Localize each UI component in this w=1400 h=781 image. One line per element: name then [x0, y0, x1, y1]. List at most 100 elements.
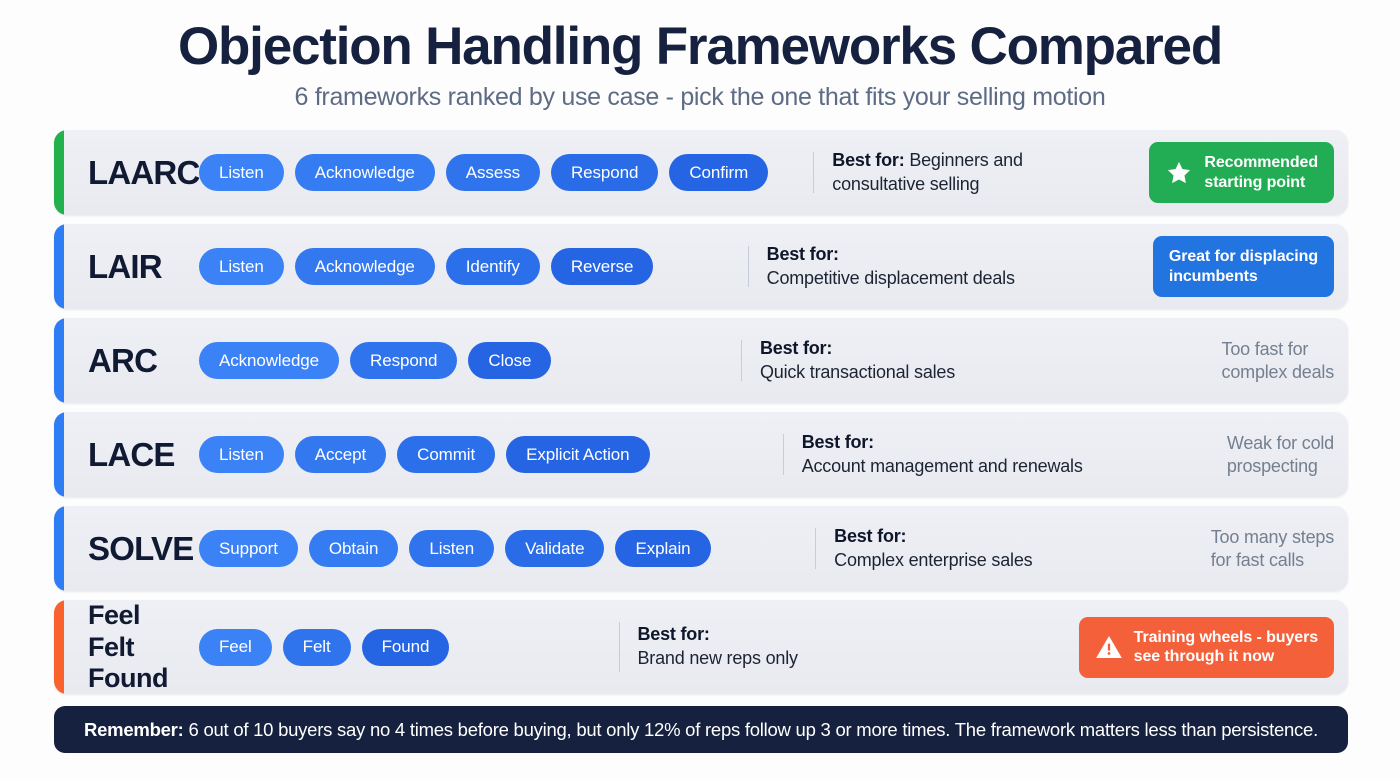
step-pill[interactable]: Support — [199, 530, 298, 568]
step-pill[interactable]: Validate — [505, 530, 605, 568]
column-divider — [813, 152, 815, 194]
step-pill[interactable]: Explicit Action — [506, 436, 650, 474]
step-pill[interactable]: Found — [361, 628, 450, 666]
step-pill[interactable]: Assess — [445, 154, 540, 192]
step-pill[interactable]: Respond — [350, 342, 458, 380]
step-pill[interactable]: Acknowledge — [294, 154, 435, 192]
column-divider — [747, 246, 749, 288]
column-divider — [782, 434, 784, 476]
framework-name-line: LAARC — [88, 154, 200, 192]
page-title: Objection Handling Frameworks Compared — [177, 17, 1223, 76]
limitation-note-line: Too many steps — [1210, 526, 1334, 547]
best-for-value: Brand new reps only — [637, 648, 798, 669]
framework-row[interactable]: ARC Acknowledge Respond Close Best for: Quick… — [54, 318, 1348, 404]
row-accent-bar — [54, 506, 64, 592]
limitation-note-line: complex deals — [1221, 361, 1335, 382]
best-for-value: Competitive displacement deals — [766, 267, 1015, 288]
step-pill[interactable]: Obtain — [308, 530, 399, 568]
best-for-block: Best for: Brand new reps only — [620, 623, 920, 671]
step-pill[interactable]: Commit — [397, 436, 496, 474]
best-for-value: Account management and renewals — [801, 455, 1083, 476]
framework-name-line: SOLVE — [88, 530, 194, 568]
framework-name-line: LACE — [88, 436, 175, 474]
best-for-label: Best for: — [832, 149, 905, 170]
step-pill[interactable]: Confirm — [669, 154, 769, 192]
best-for-label: Best for: — [834, 525, 907, 546]
column-divider — [815, 528, 817, 570]
framework-name: LAIR — [64, 250, 199, 283]
warning-icon — [1095, 633, 1123, 661]
badge-text-line: starting point — [1204, 173, 1306, 191]
row-accent-bar — [54, 318, 64, 404]
framework-name: LAARC — [64, 154, 200, 192]
framework-name-line: Felt — [88, 631, 135, 662]
step-pill[interactable]: Accept — [294, 436, 387, 474]
footer-prefix: Remember: — [83, 718, 184, 740]
best-for-label: Best for: — [766, 243, 839, 264]
footer-banner: Remember: 6 out of 10 buyers say no 4 ti… — [54, 706, 1348, 754]
step-pill[interactable]: Explain — [615, 530, 711, 568]
badge-text-line: incumbents — [1168, 267, 1258, 285]
row-accent-bar — [54, 224, 64, 310]
best-for-value: Beginners and consultative selling — [832, 149, 1023, 194]
best-for-label: Best for: — [759, 337, 833, 358]
step-pill[interactable]: Identify — [445, 248, 540, 286]
badge-text-line: see through it now — [1133, 648, 1275, 666]
step-pill[interactable]: Acknowledge — [199, 342, 340, 380]
step-pill[interactable]: Listen — [199, 248, 284, 286]
framework-name-line: Feel — [88, 600, 141, 631]
status-badge[interactable]: Training wheels - buyers see through it n… — [1078, 616, 1334, 678]
step-pill[interactable]: Listen — [199, 154, 284, 192]
step-pill[interactable]: Reverse — [550, 248, 654, 286]
step-pill[interactable]: Feel — [199, 628, 272, 666]
step-pill[interactable]: Listen — [199, 436, 284, 474]
step-pill[interactable]: Listen — [409, 530, 495, 568]
header: Objection Handling Frameworks Compared 6… — [0, 0, 1400, 112]
framework-name: ARC — [64, 344, 199, 377]
badge-text: Training wheels - buyers see through it n… — [1134, 628, 1318, 667]
best-for-label: Best for: — [637, 624, 710, 645]
step-pill[interactable]: Felt — [282, 628, 351, 666]
best-for-block: Best for: Beginners and consultative sel… — [814, 149, 1114, 197]
step-pill[interactable]: Acknowledge — [294, 248, 435, 286]
limitation-note-line: for fast calls — [1210, 549, 1304, 570]
column-divider — [740, 340, 742, 382]
framework-steps: Listen Acknowledge Identify Reverse — [199, 248, 748, 286]
best-for-value: Quick transactional sales — [759, 361, 956, 382]
framework-steps: Acknowledge Respond Close — [199, 342, 741, 380]
framework-name: SOLVE — [64, 532, 199, 565]
framework-name-line: Found — [88, 662, 168, 693]
row-accent-bar — [54, 412, 64, 498]
framework-name-line: ARC — [88, 342, 158, 380]
best-for-block: Best for: Competitive displacement deals — [749, 243, 1069, 291]
step-pill[interactable]: Close — [468, 342, 552, 380]
framework-steps: Feel Felt Found — [199, 628, 619, 666]
framework-name: LACE — [64, 438, 199, 471]
framework-steps: Listen Accept Commit Explicit Action — [199, 436, 783, 474]
best-for-block: Best for:Complex enterprise sales — [816, 525, 1116, 573]
footer-text: 6 out of 10 buyers say no 4 times before… — [188, 718, 1319, 740]
badge-text-line: Recommended — [1204, 154, 1318, 172]
badge-text-line: Training wheels - buyers — [1133, 628, 1318, 646]
star-icon — [1165, 159, 1193, 187]
row-accent-bar — [54, 130, 64, 216]
step-pill[interactable]: Respond — [551, 154, 659, 192]
